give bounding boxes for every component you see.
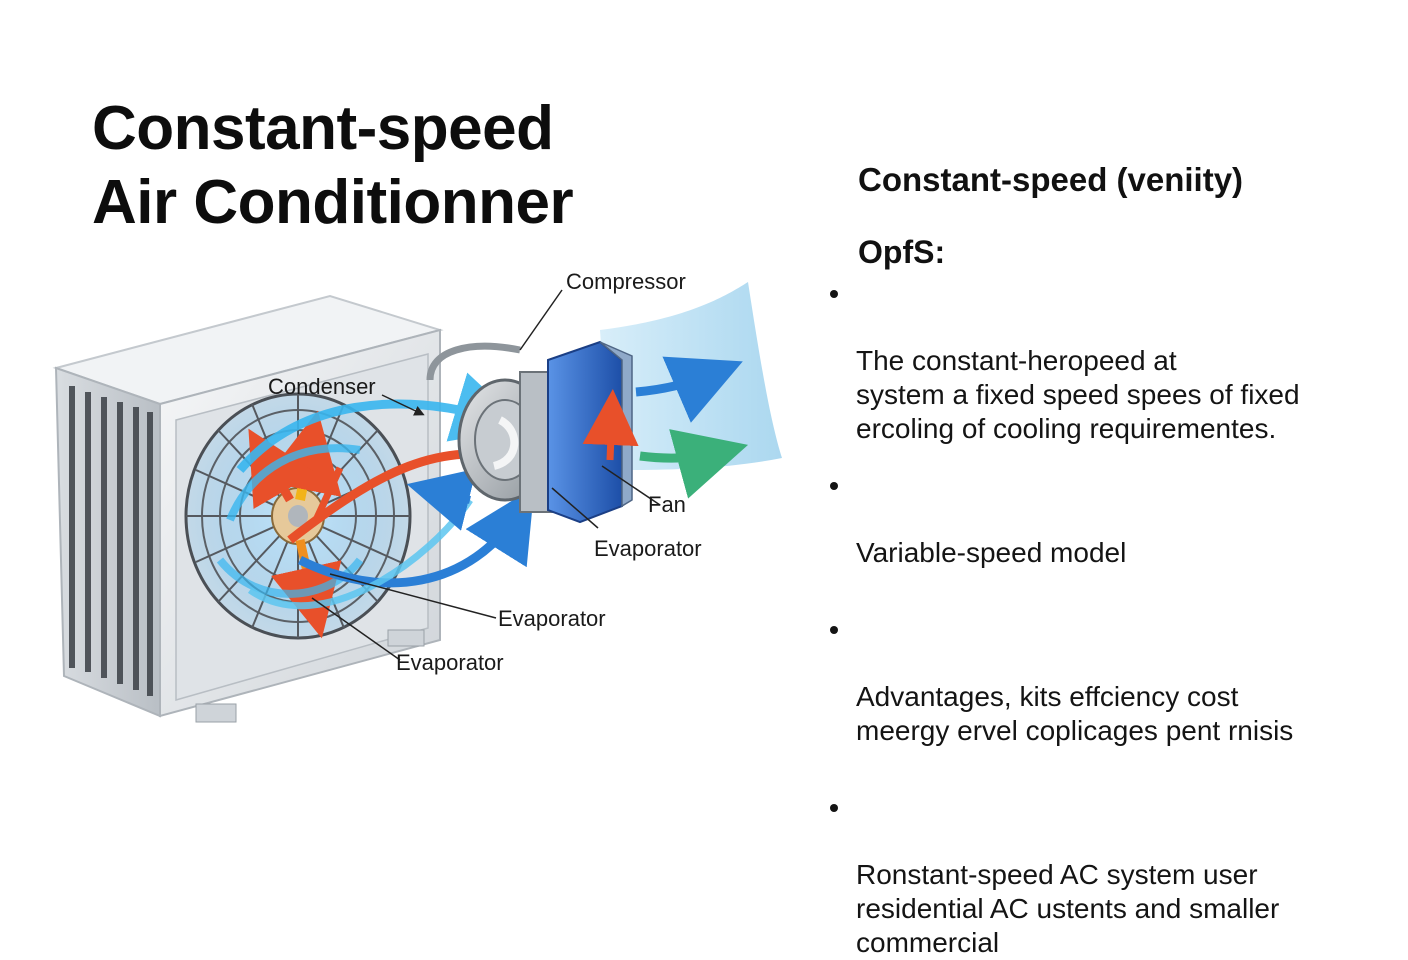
leader-condenser <box>381 394 425 416</box>
list-item: Advantages, kits effciency cost meergy e… <box>830 612 1390 748</box>
bullet-dot-icon <box>830 482 838 490</box>
bullet-dot-icon <box>830 626 838 634</box>
leader-evaporator-1 <box>551 487 599 529</box>
list-item: Variable-speed model <box>830 468 1390 570</box>
condenser-unit-icon <box>52 294 444 723</box>
label-compressor: Compressor <box>566 269 686 294</box>
bullet-text: The constant-heropeed at system a fixed … <box>856 345 1300 444</box>
title-line-2: Air Conditionner <box>92 168 574 237</box>
label-condenser: Condenser <box>268 374 376 399</box>
panel-heading: Constant-speed (veniity) <box>858 161 1244 198</box>
side-grille <box>69 386 153 696</box>
leader-compressor <box>519 289 563 351</box>
airflow-arrow-icon <box>406 468 477 531</box>
page-title: Constant-speed Air Conditionner <box>92 92 574 240</box>
fan-icon <box>184 392 412 640</box>
label-fan: Fan <box>648 492 686 517</box>
label-evaporator-1: Evaporator <box>594 536 702 561</box>
bullet-text: Variable-speed model <box>856 537 1127 568</box>
title-line-1: Constant-speed <box>92 94 554 163</box>
panel-subheading: OpfS: <box>858 234 946 270</box>
label-evaporator-3: Evaporator <box>396 650 504 675</box>
leader-evaporator-2 <box>329 573 497 619</box>
airflow-arrow-icon <box>639 429 749 499</box>
leader-fan <box>601 465 661 506</box>
unit-foot <box>387 629 425 647</box>
airflow-arrow-icon <box>297 487 535 588</box>
list-item: The constant-heropeed at system a fixed … <box>830 276 1390 446</box>
leader-evaporator-3 <box>311 597 401 661</box>
airflow-arrow-icon <box>236 372 526 473</box>
bullet-text: Advantages, kits effciency cost meergy e… <box>856 681 1294 746</box>
info-panel: Constant-speed (veniity) OpfS: The const… <box>830 158 1390 960</box>
bullet-list: The constant-heropeed at system a fixed … <box>830 276 1390 960</box>
label-evaporator-2: Evaporator <box>498 606 606 631</box>
airflow-arrow-icon <box>635 356 743 423</box>
bullet-dot-icon <box>830 804 838 812</box>
bullet-dot-icon <box>830 290 838 298</box>
list-item: Ronstant-speed AC system user residentia… <box>830 790 1390 960</box>
unit-foot <box>195 703 237 723</box>
bullet-text: Ronstant-speed AC system user residentia… <box>856 859 1280 958</box>
ac-diagram: Compressor Condenser Fan Evaporator Evap… <box>52 269 782 723</box>
